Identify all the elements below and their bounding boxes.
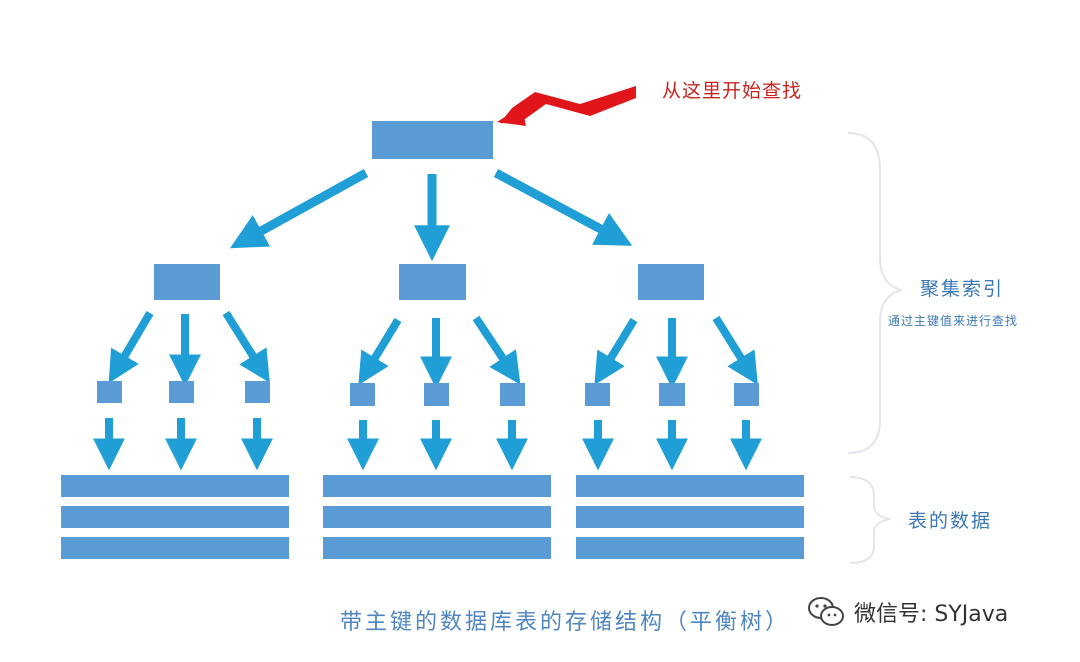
branch-arrow: [358, 317, 402, 386]
start-arrow-head: [497, 106, 526, 126]
clustered-index-note: 通过主键值来进行查找: [888, 314, 1019, 328]
start-arrow: [500, 86, 636, 124]
leaf-node: [169, 381, 194, 403]
watermark-text: 微信号: SYJava: [854, 602, 1009, 627]
start-here-label: 从这里开始查找: [662, 80, 803, 102]
root-arrow-left: [229, 169, 369, 249]
root-node: [372, 121, 493, 159]
leaf-node: [734, 383, 759, 406]
data-row: [61, 506, 289, 528]
table-data-brace: [849, 476, 891, 564]
clustered-index-label: 聚集索引: [920, 278, 1005, 300]
branch-node: [154, 264, 220, 300]
branch-arrow: [472, 315, 521, 385]
data-row: [61, 537, 289, 559]
leaf-node: [659, 383, 685, 406]
branch-node: [399, 264, 466, 300]
clustered-index-brace: [847, 132, 903, 454]
table-data-label: 表的数据: [908, 510, 993, 532]
root-arrows: [229, 169, 633, 262]
root-arrow-right: [493, 169, 633, 246]
leaf-node: [350, 383, 375, 406]
data-row: [61, 475, 289, 497]
diagram-caption: 带主键的数据库表的存储结构（平衡树）: [340, 610, 791, 635]
branch-node: [638, 264, 704, 300]
wechat-icon: [808, 597, 844, 626]
watermark: 微信号: SYJava: [806, 592, 1008, 632]
data-row: [323, 475, 551, 497]
leaf-node: [585, 383, 610, 406]
leaf-node: [245, 381, 270, 403]
leaf-nodes: [97, 381, 759, 406]
data-row: [576, 537, 804, 559]
branch-arrow: [108, 310, 154, 384]
data-row: [323, 537, 551, 559]
data-row: [576, 506, 804, 528]
branch-arrow: [712, 315, 758, 385]
branch-arrow: [594, 317, 638, 386]
data-rows: [61, 475, 804, 559]
leaf-node: [424, 383, 449, 406]
data-row: [576, 475, 804, 497]
leaf-arrows: [93, 418, 762, 471]
leaf-node: [500, 383, 525, 406]
leaf-node: [97, 381, 122, 403]
data-row: [323, 506, 551, 528]
branch-arrow: [222, 310, 270, 383]
branch-arrows: [108, 310, 758, 389]
